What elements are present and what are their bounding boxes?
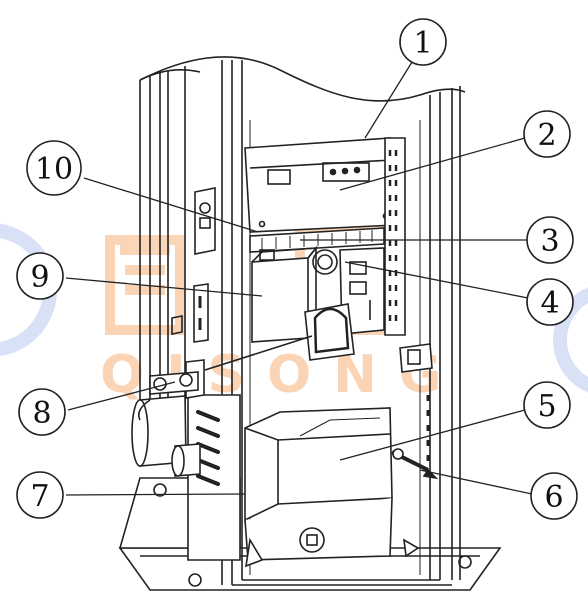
callout-10: 10 [26,140,82,196]
leader-4 [344,261,529,299]
leader-2 [339,137,526,191]
watermark: QISONG [0,223,588,405]
leader-5 [339,409,526,461]
callout-4: 4 [526,278,574,326]
leader-10 [83,177,259,233]
leader-1 [364,61,413,139]
leader-9 [65,277,263,297]
callout-7-label: 7 [30,479,49,514]
callout-7: 7 [16,471,64,519]
callout-8-label: 8 [32,396,51,431]
leader-7 [65,493,246,496]
callout-9-label: 9 [30,260,49,295]
base-bolt-hole [458,555,472,569]
callout-9: 9 [16,252,64,300]
limit-switch-bracket [149,303,355,399]
side-slot-plate [187,394,241,561]
watermark-logo-mark [105,225,405,335]
callouts: 1 2 3 4 5 6 7 8 [16,18,578,520]
callout-6-label: 6 [544,480,563,515]
lock-plates [171,187,216,343]
callout-3-label: 3 [540,224,559,259]
callout-8: 8 [18,388,66,436]
leader-8 [67,381,176,411]
motor-cover [244,407,420,568]
rear-motor [131,395,201,477]
leader-6 [419,469,533,495]
wavy-top-cut [139,56,466,102]
callout-10-label: 10 [35,152,73,187]
side-switch [399,343,433,373]
callout-1-label: 1 [413,26,432,61]
base-bolt-hole [153,483,167,497]
callout-5: 5 [523,381,571,429]
callout-3: 3 [526,216,574,264]
front-frame-right [429,86,461,580]
control-box [244,137,396,233]
leader-lines [65,61,533,496]
callout-5-label: 5 [537,389,556,424]
mounting-plate [384,137,406,336]
callout-2-label: 2 [537,118,556,153]
watermark-right-circle [553,287,588,393]
callout-1: 1 [399,18,447,66]
callout-6: 6 [530,472,578,520]
callout-2: 2 [523,110,571,158]
left-column [139,66,186,440]
machine-drawing [65,56,533,591]
callout-4-label: 4 [540,286,559,321]
base-bolt-hole [188,573,202,587]
